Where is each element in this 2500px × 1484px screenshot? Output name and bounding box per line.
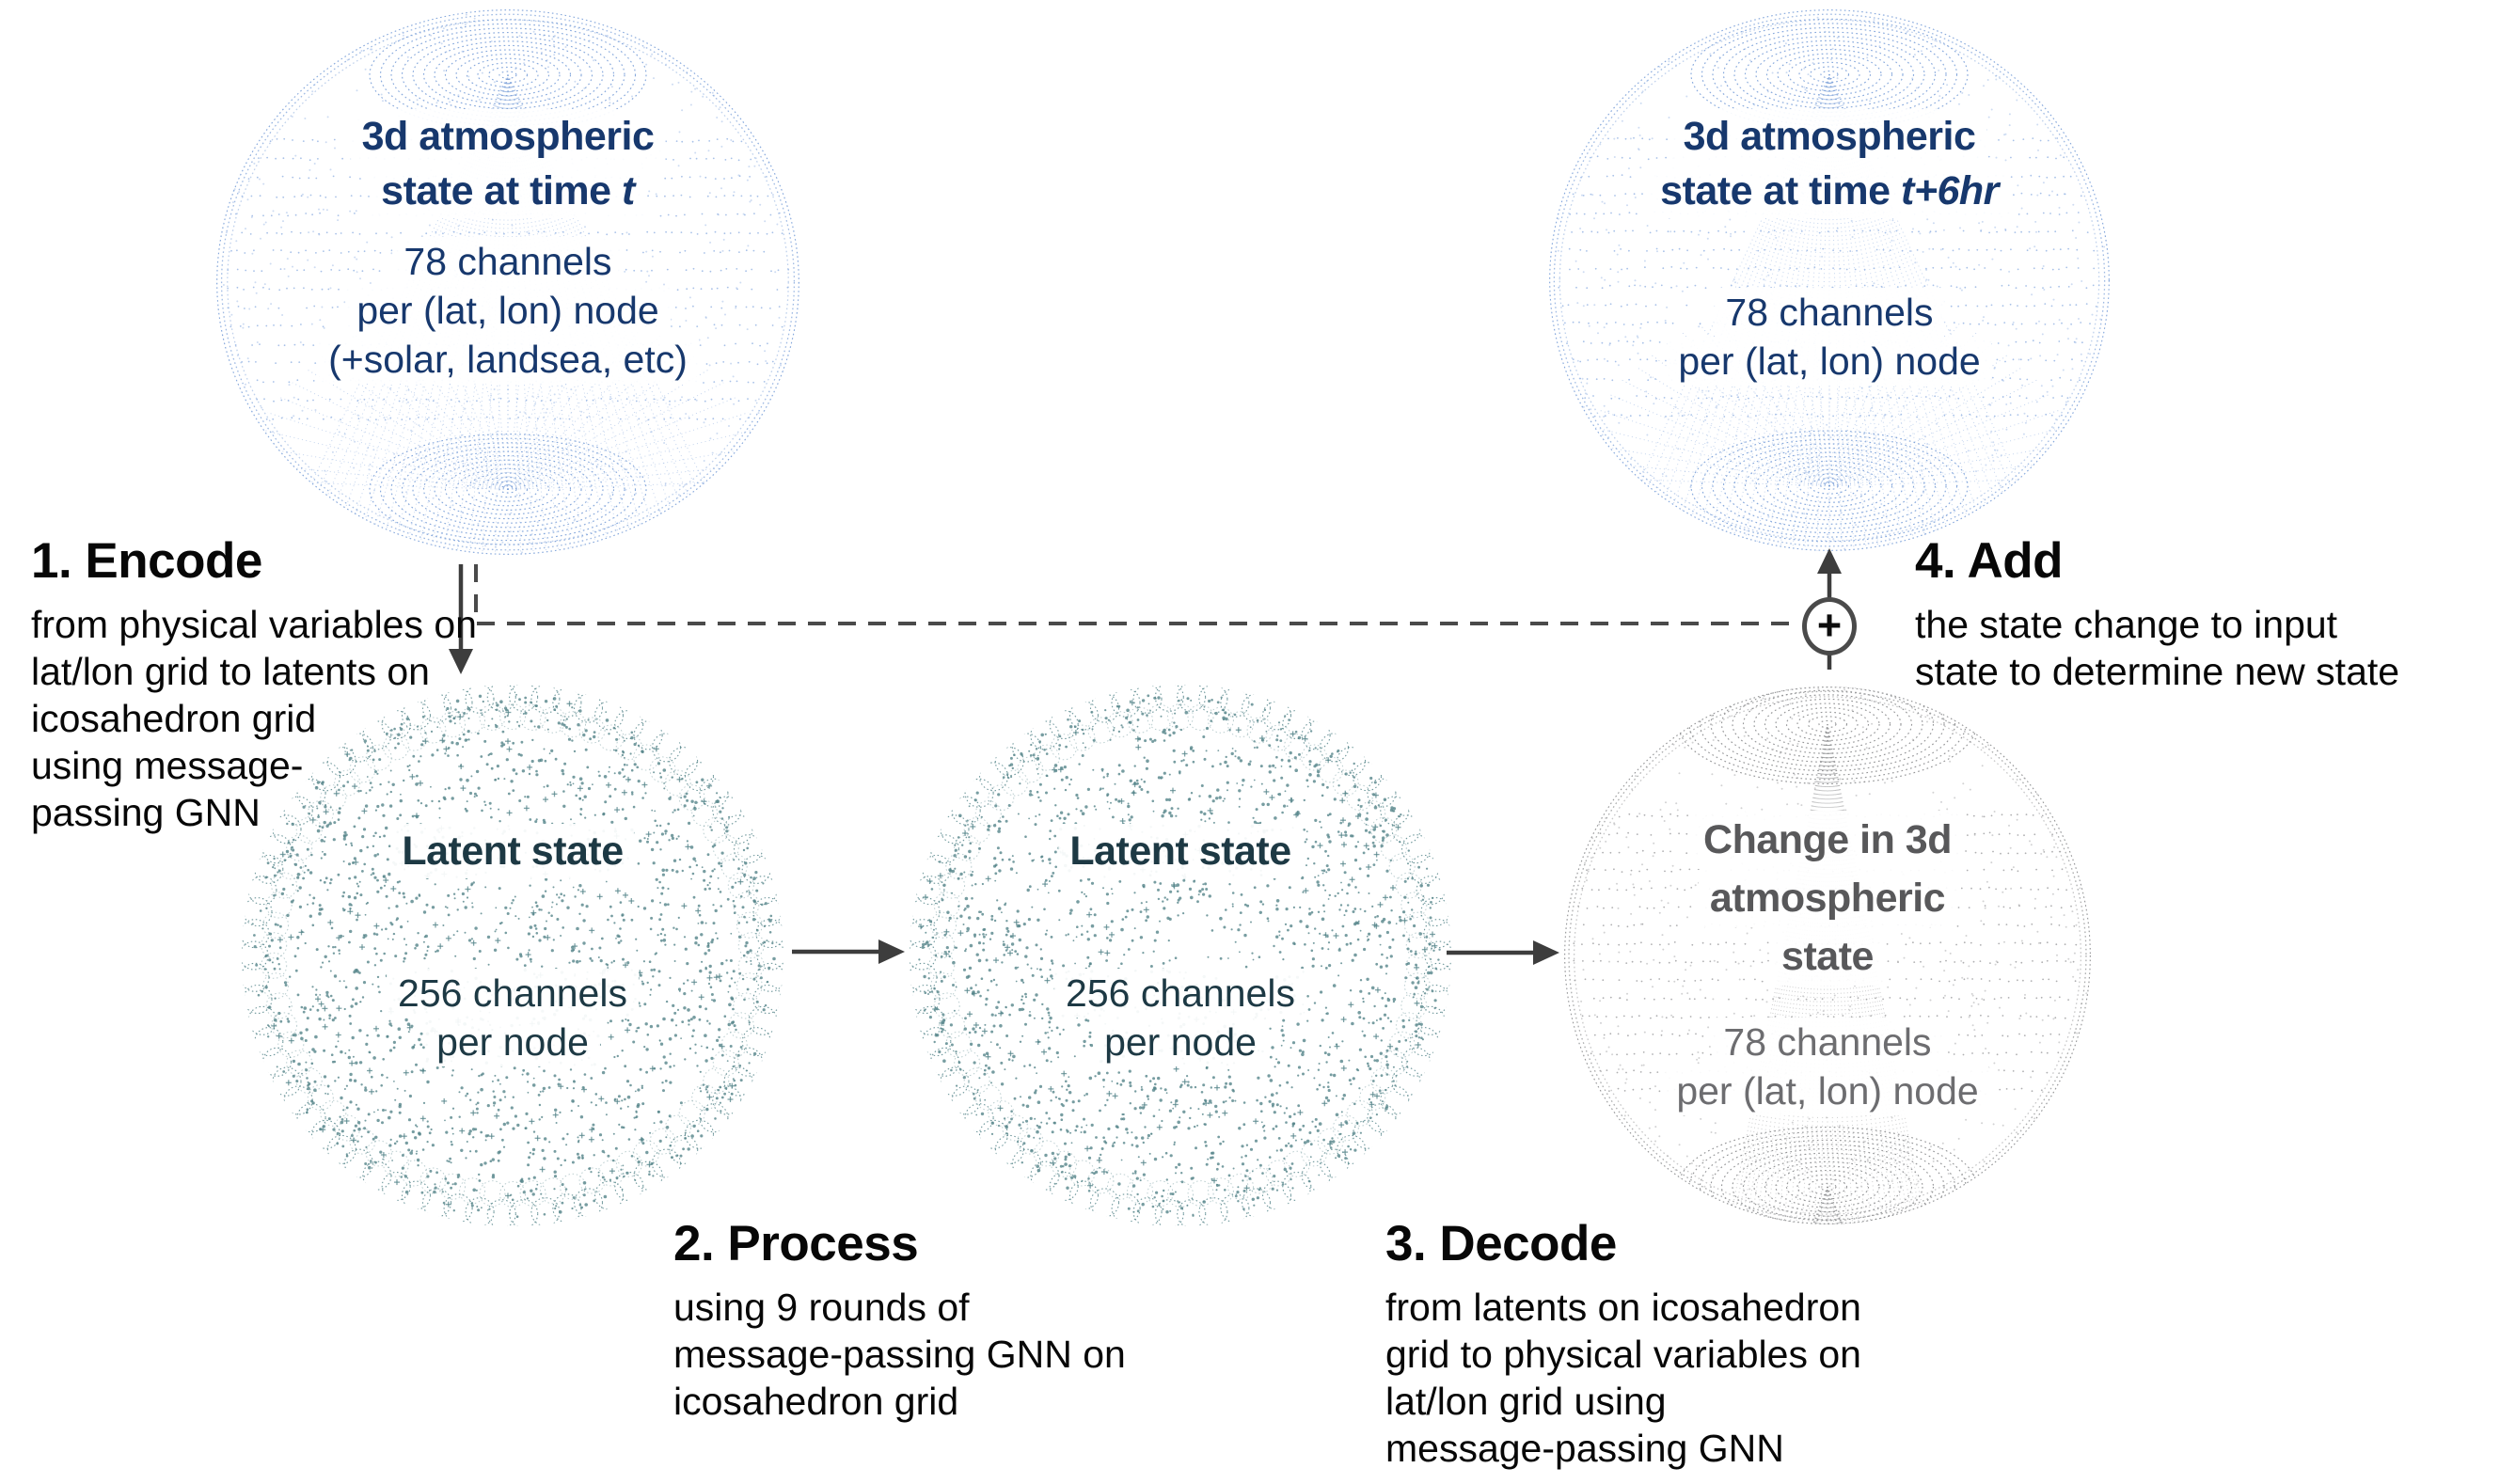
output-sphere-title: 3d atmospheric state at time t+6hr xyxy=(1649,109,2010,218)
step-decode: 3. Decode from latents on icosahedron gr… xyxy=(1385,1215,1861,1472)
output-sphere-title-line1: 3d atmospheric xyxy=(1671,109,1987,164)
step-add: 4. Add the state change to input state t… xyxy=(1915,532,2399,695)
step-decode-heading: 3. Decode xyxy=(1385,1216,1617,1271)
input-sphere-title: 3d atmospheric state at time t xyxy=(350,109,666,218)
step-add-heading: 4. Add xyxy=(1915,533,2063,589)
step-process: 2. Process using 9 rounds of message-pas… xyxy=(673,1215,1126,1425)
latent-left-subtext: 256 channels per node xyxy=(387,969,639,1066)
add-operator-icon: + xyxy=(1802,597,1857,655)
step-encode-body: from physical variables on lat/lon grid … xyxy=(31,603,477,834)
output-sphere-subtext: 78 channels per (lat, lon) node xyxy=(1667,288,1992,386)
output-sphere-title-line2: state at time t+6hr xyxy=(1649,164,2010,218)
step-decode-body: from latents on icosahedron grid to phys… xyxy=(1385,1286,1861,1470)
step-process-heading: 2. Process xyxy=(673,1216,919,1271)
input-sphere-title-line1: 3d atmospheric xyxy=(350,109,666,164)
delta-sphere-title: Change in 3d atmospheric state xyxy=(1692,811,1963,986)
latent-right-title: Latent state xyxy=(1058,824,1303,878)
time-t6hr-italic: t+6hr xyxy=(1901,168,1999,213)
latent-right-subtext: 256 channels per node xyxy=(1054,969,1306,1066)
input-sphere-title-line2: state at time t xyxy=(370,164,646,218)
latent-left-title: Latent state xyxy=(390,824,635,878)
time-t-italic: t xyxy=(622,168,635,213)
input-sphere-subtext: 78 channels per (lat, lon) node (+solar,… xyxy=(317,237,699,384)
step-add-body: the state change to input state to deter… xyxy=(1915,603,2400,693)
latent-right-sphere xyxy=(910,685,1451,1226)
step-encode: 1. Encode from physical variables on lat… xyxy=(31,532,477,836)
step-encode-heading: 1. Encode xyxy=(31,533,262,589)
plus-symbol: + xyxy=(1816,600,1843,649)
flow-arrows xyxy=(449,548,1842,965)
output-sphere xyxy=(1549,9,2110,551)
step-process-body: using 9 rounds of message-passing GNN on… xyxy=(673,1286,1126,1423)
delta-sphere-subtext: 78 channels per (lat, lon) node xyxy=(1665,1018,1990,1115)
